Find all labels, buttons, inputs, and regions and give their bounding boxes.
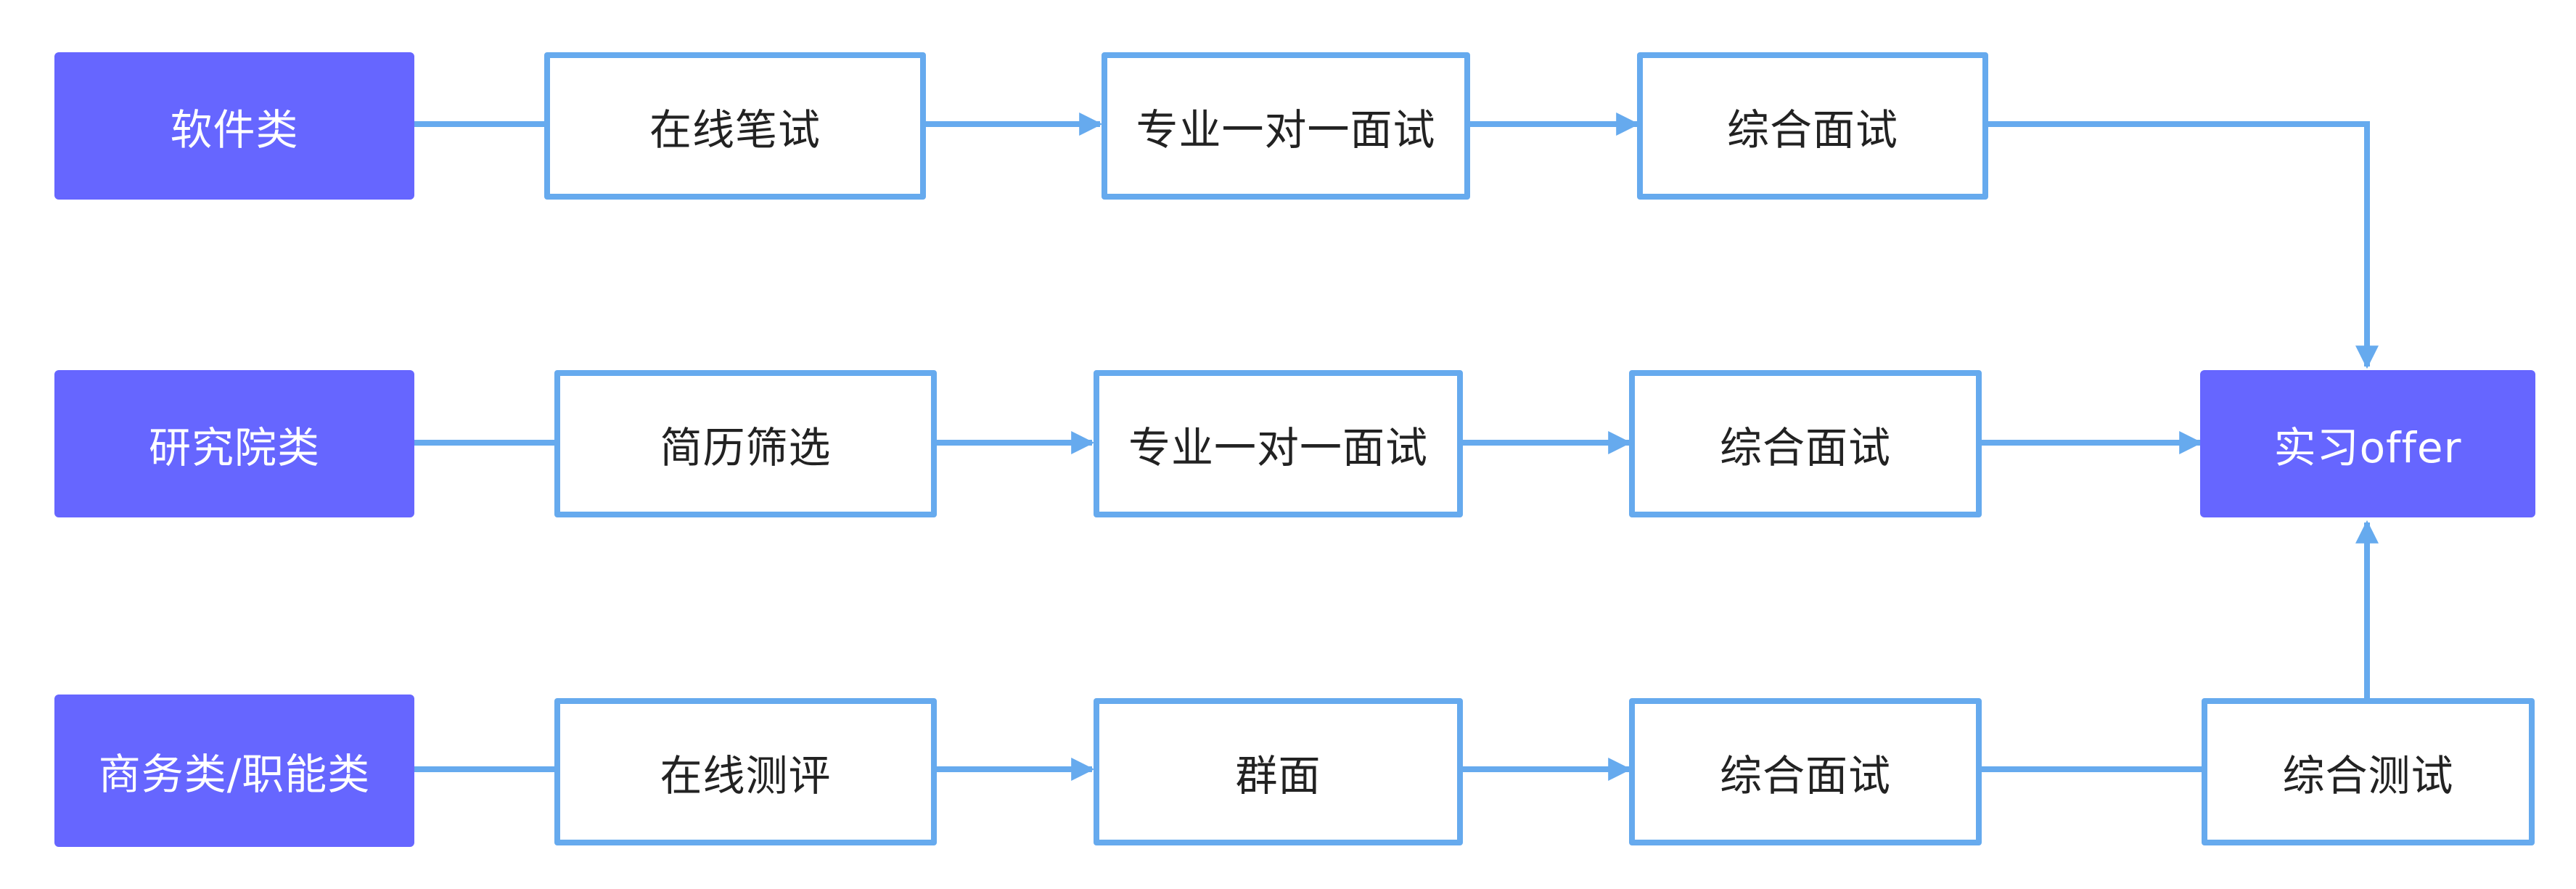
- step-research-comprehensive-interview: 综合面试: [1629, 370, 1982, 517]
- arrow-software-step3-to-offer: [1988, 121, 2379, 369]
- step-business-group-interview: 群面: [1094, 698, 1463, 845]
- category-business-functional: 商务类/职能类: [54, 695, 414, 847]
- step-business-online-assessment: 在线测评: [554, 698, 937, 845]
- step-software-online-written-test: 在线笔试: [544, 52, 926, 200]
- step-research-one-on-one-interview: 专业一对一面试: [1094, 370, 1463, 517]
- step-research-resume-screening: 简历筛选: [554, 370, 937, 517]
- result-internship-offer: 实习offer: [2200, 370, 2535, 517]
- category-research: 研究院类: [54, 370, 414, 517]
- step-software-one-on-one-interview: 专业一对一面试: [1102, 52, 1470, 200]
- step-business-comprehensive-interview: 综合面试: [1629, 698, 1982, 845]
- step-business-comprehensive-test: 综合测试: [2202, 698, 2535, 845]
- step-software-comprehensive-interview: 综合面试: [1637, 52, 1988, 200]
- category-software: 软件类: [54, 52, 414, 200]
